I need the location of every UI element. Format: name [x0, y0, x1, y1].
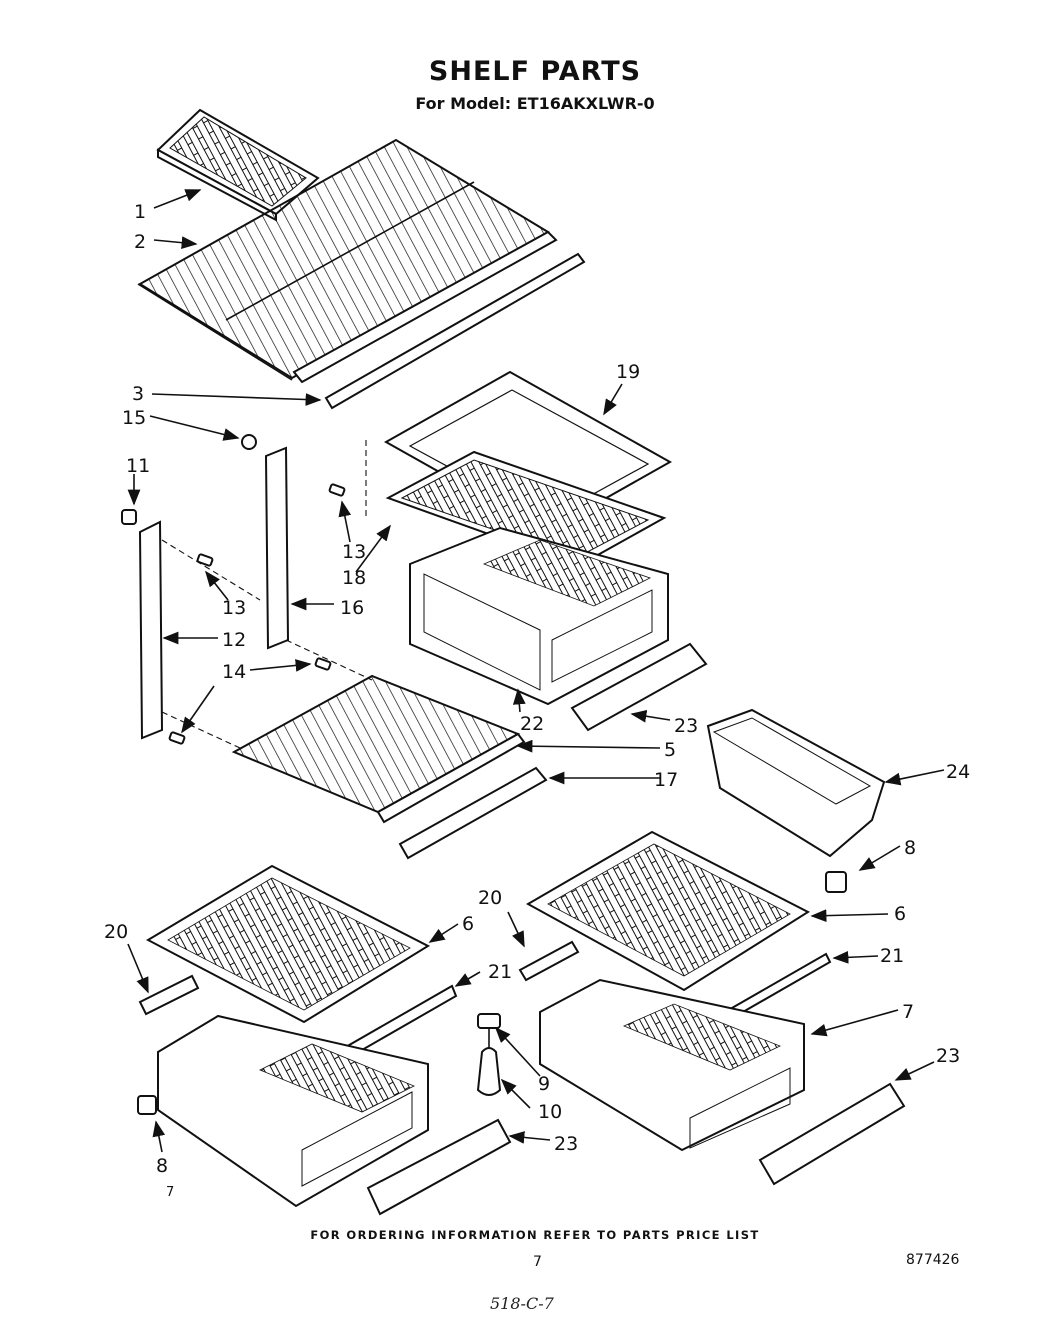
callout-9: 9: [538, 1073, 550, 1095]
callout-2: 2: [134, 231, 146, 253]
shelf-support-parts: [121, 434, 373, 749]
callout-14: 14: [222, 661, 246, 683]
callout-labels: 1 2 3 15 11 13 18 13 16 12 14 19 22 23 5…: [104, 201, 970, 1200]
model-subtitle: For Model: ET16AKXLWR-0: [415, 94, 655, 113]
callout-23-lower: 23: [554, 1133, 578, 1155]
callout-20-center: 20: [478, 887, 502, 909]
crisper-cover-left-part: [138, 864, 458, 1060]
callout-7-left: 7: [166, 1185, 174, 1200]
callout-11: 11: [126, 455, 150, 477]
leader-lines: [127, 189, 945, 1153]
callout-10: 10: [538, 1101, 562, 1123]
control-knob-part: [476, 1013, 502, 1096]
document-number: 877426: [906, 1252, 960, 1268]
callout-6-left: 6: [462, 913, 474, 935]
utility-bin-part: [706, 708, 886, 858]
upper-wire-shelf-part: [137, 138, 550, 381]
callout-13-upper: 13: [342, 541, 366, 563]
shelf-trim-part: [292, 230, 586, 410]
callout-24: 24: [946, 761, 970, 783]
callout-16: 16: [340, 597, 364, 619]
callout-8-left: 8: [156, 1155, 168, 1177]
callout-18: 18: [342, 567, 366, 589]
callout-15: 15: [122, 407, 146, 429]
callout-20-left: 20: [104, 921, 128, 943]
callout-23-right: 23: [936, 1045, 960, 1067]
callout-5: 5: [664, 739, 676, 761]
callout-12: 12: [222, 629, 246, 651]
diagram-title: SHELF PARTS: [428, 56, 642, 87]
shelf-trim-lower-part: [398, 766, 548, 860]
callout-19: 19: [616, 361, 640, 383]
crisper-cover-trim-upper-part: [570, 642, 708, 732]
handwritten-note: 518-C-7: [490, 1294, 554, 1313]
page-number: 7: [533, 1254, 542, 1270]
crisper-cover-right-part: [518, 830, 832, 1026]
crisper-pan-left-part: [137, 1014, 512, 1216]
callout-21-right: 21: [880, 945, 904, 967]
callout-8-right: 8: [904, 837, 916, 859]
callout-3: 3: [132, 383, 144, 405]
callout-6-right: 6: [894, 903, 906, 925]
callout-21-left: 21: [488, 961, 512, 983]
crisper-bracket-right-part: [825, 871, 847, 893]
callout-23-upper: 23: [674, 715, 698, 737]
callout-13-lower: 13: [222, 597, 246, 619]
ice-tray-part: [156, 108, 320, 222]
crisper-pan-right-part: [539, 978, 906, 1186]
ordering-note: FOR ORDERING INFORMATION REFER TO PARTS …: [310, 1228, 760, 1242]
callout-17: 17: [654, 769, 678, 791]
callout-1: 1: [134, 201, 146, 223]
callout-7-right: 7: [902, 1001, 914, 1023]
callout-22: 22: [520, 713, 544, 735]
crisper-pan-upper-part: [409, 526, 669, 706]
